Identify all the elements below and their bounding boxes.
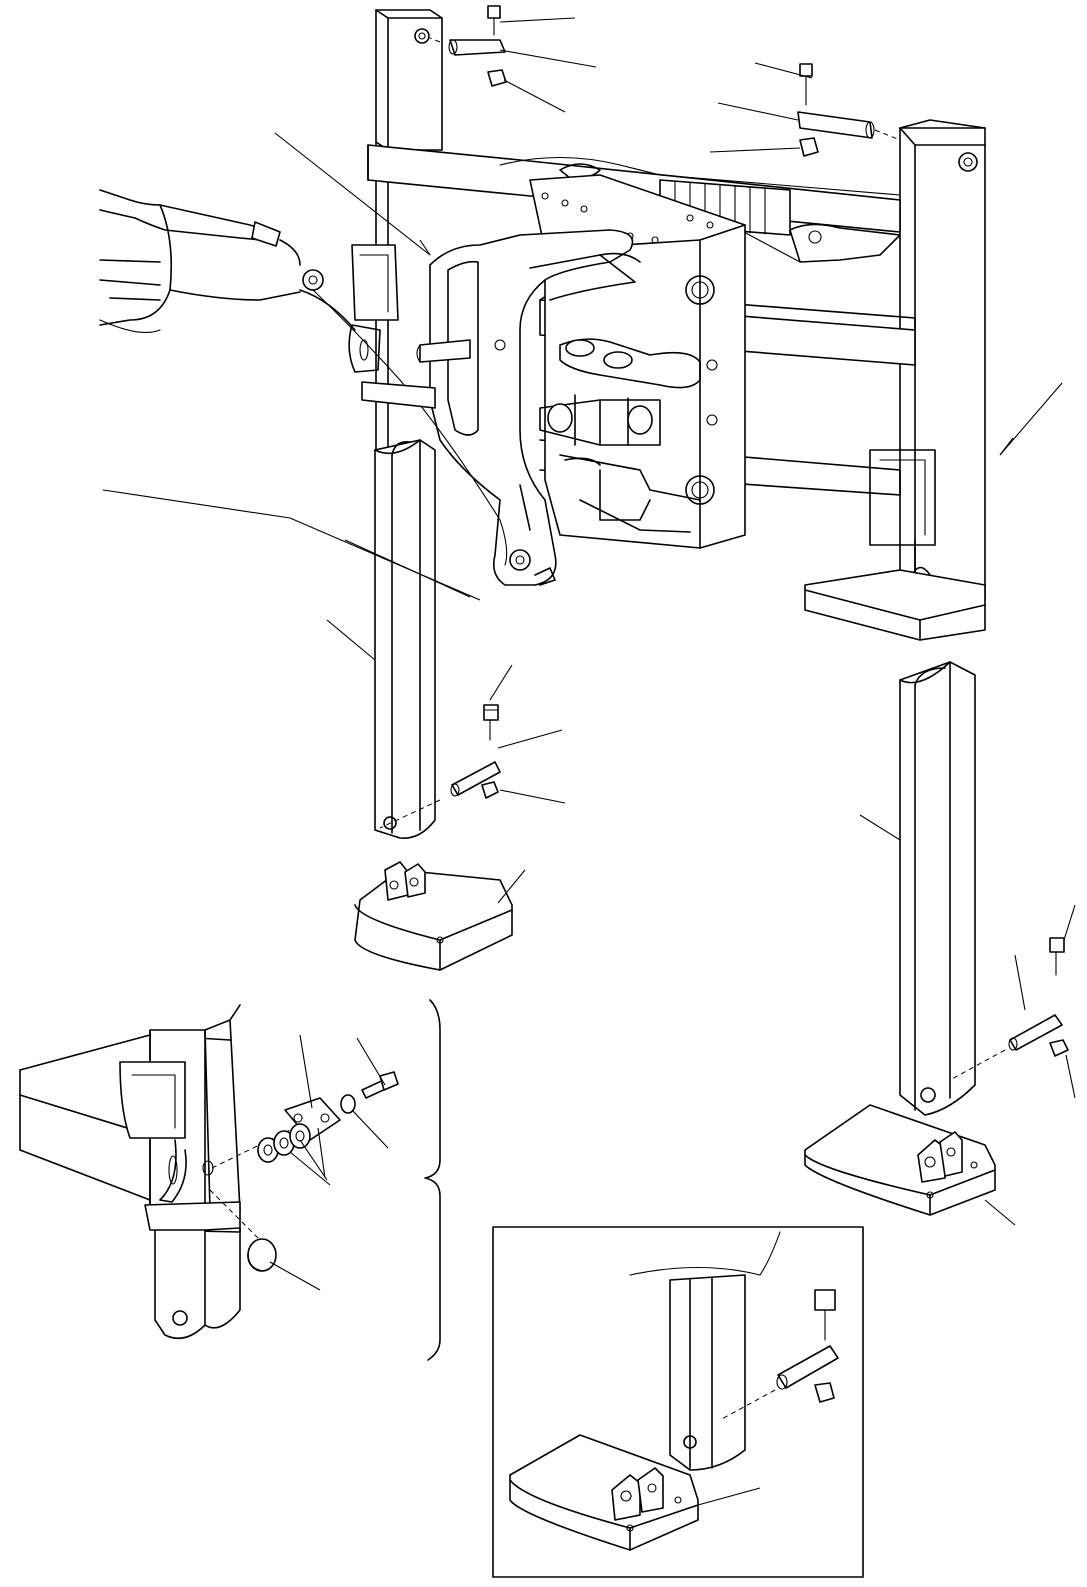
right-foot-pad — [805, 1105, 995, 1215]
right-upper-post — [870, 120, 985, 610]
left-leg-pin-set — [380, 705, 500, 828]
top-right-pin-set — [798, 64, 900, 156]
tilt-bracket-assembly — [417, 175, 745, 585]
detail-view-clamp — [20, 1005, 398, 1338]
inset-detail — [493, 1227, 863, 1577]
hydraulic-hose — [100, 190, 507, 565]
detail-brace — [425, 1000, 440, 1360]
callout-leaders — [103, 18, 1075, 1505]
top-left-pin-set — [430, 6, 506, 86]
left-foot-pad — [355, 862, 512, 970]
left-lower-leg — [375, 440, 435, 838]
right-leg-pin-set — [950, 938, 1068, 1080]
right-base-platform — [805, 570, 985, 640]
left-frame-bracket — [349, 245, 435, 408]
right-lower-leg — [900, 662, 975, 1115]
